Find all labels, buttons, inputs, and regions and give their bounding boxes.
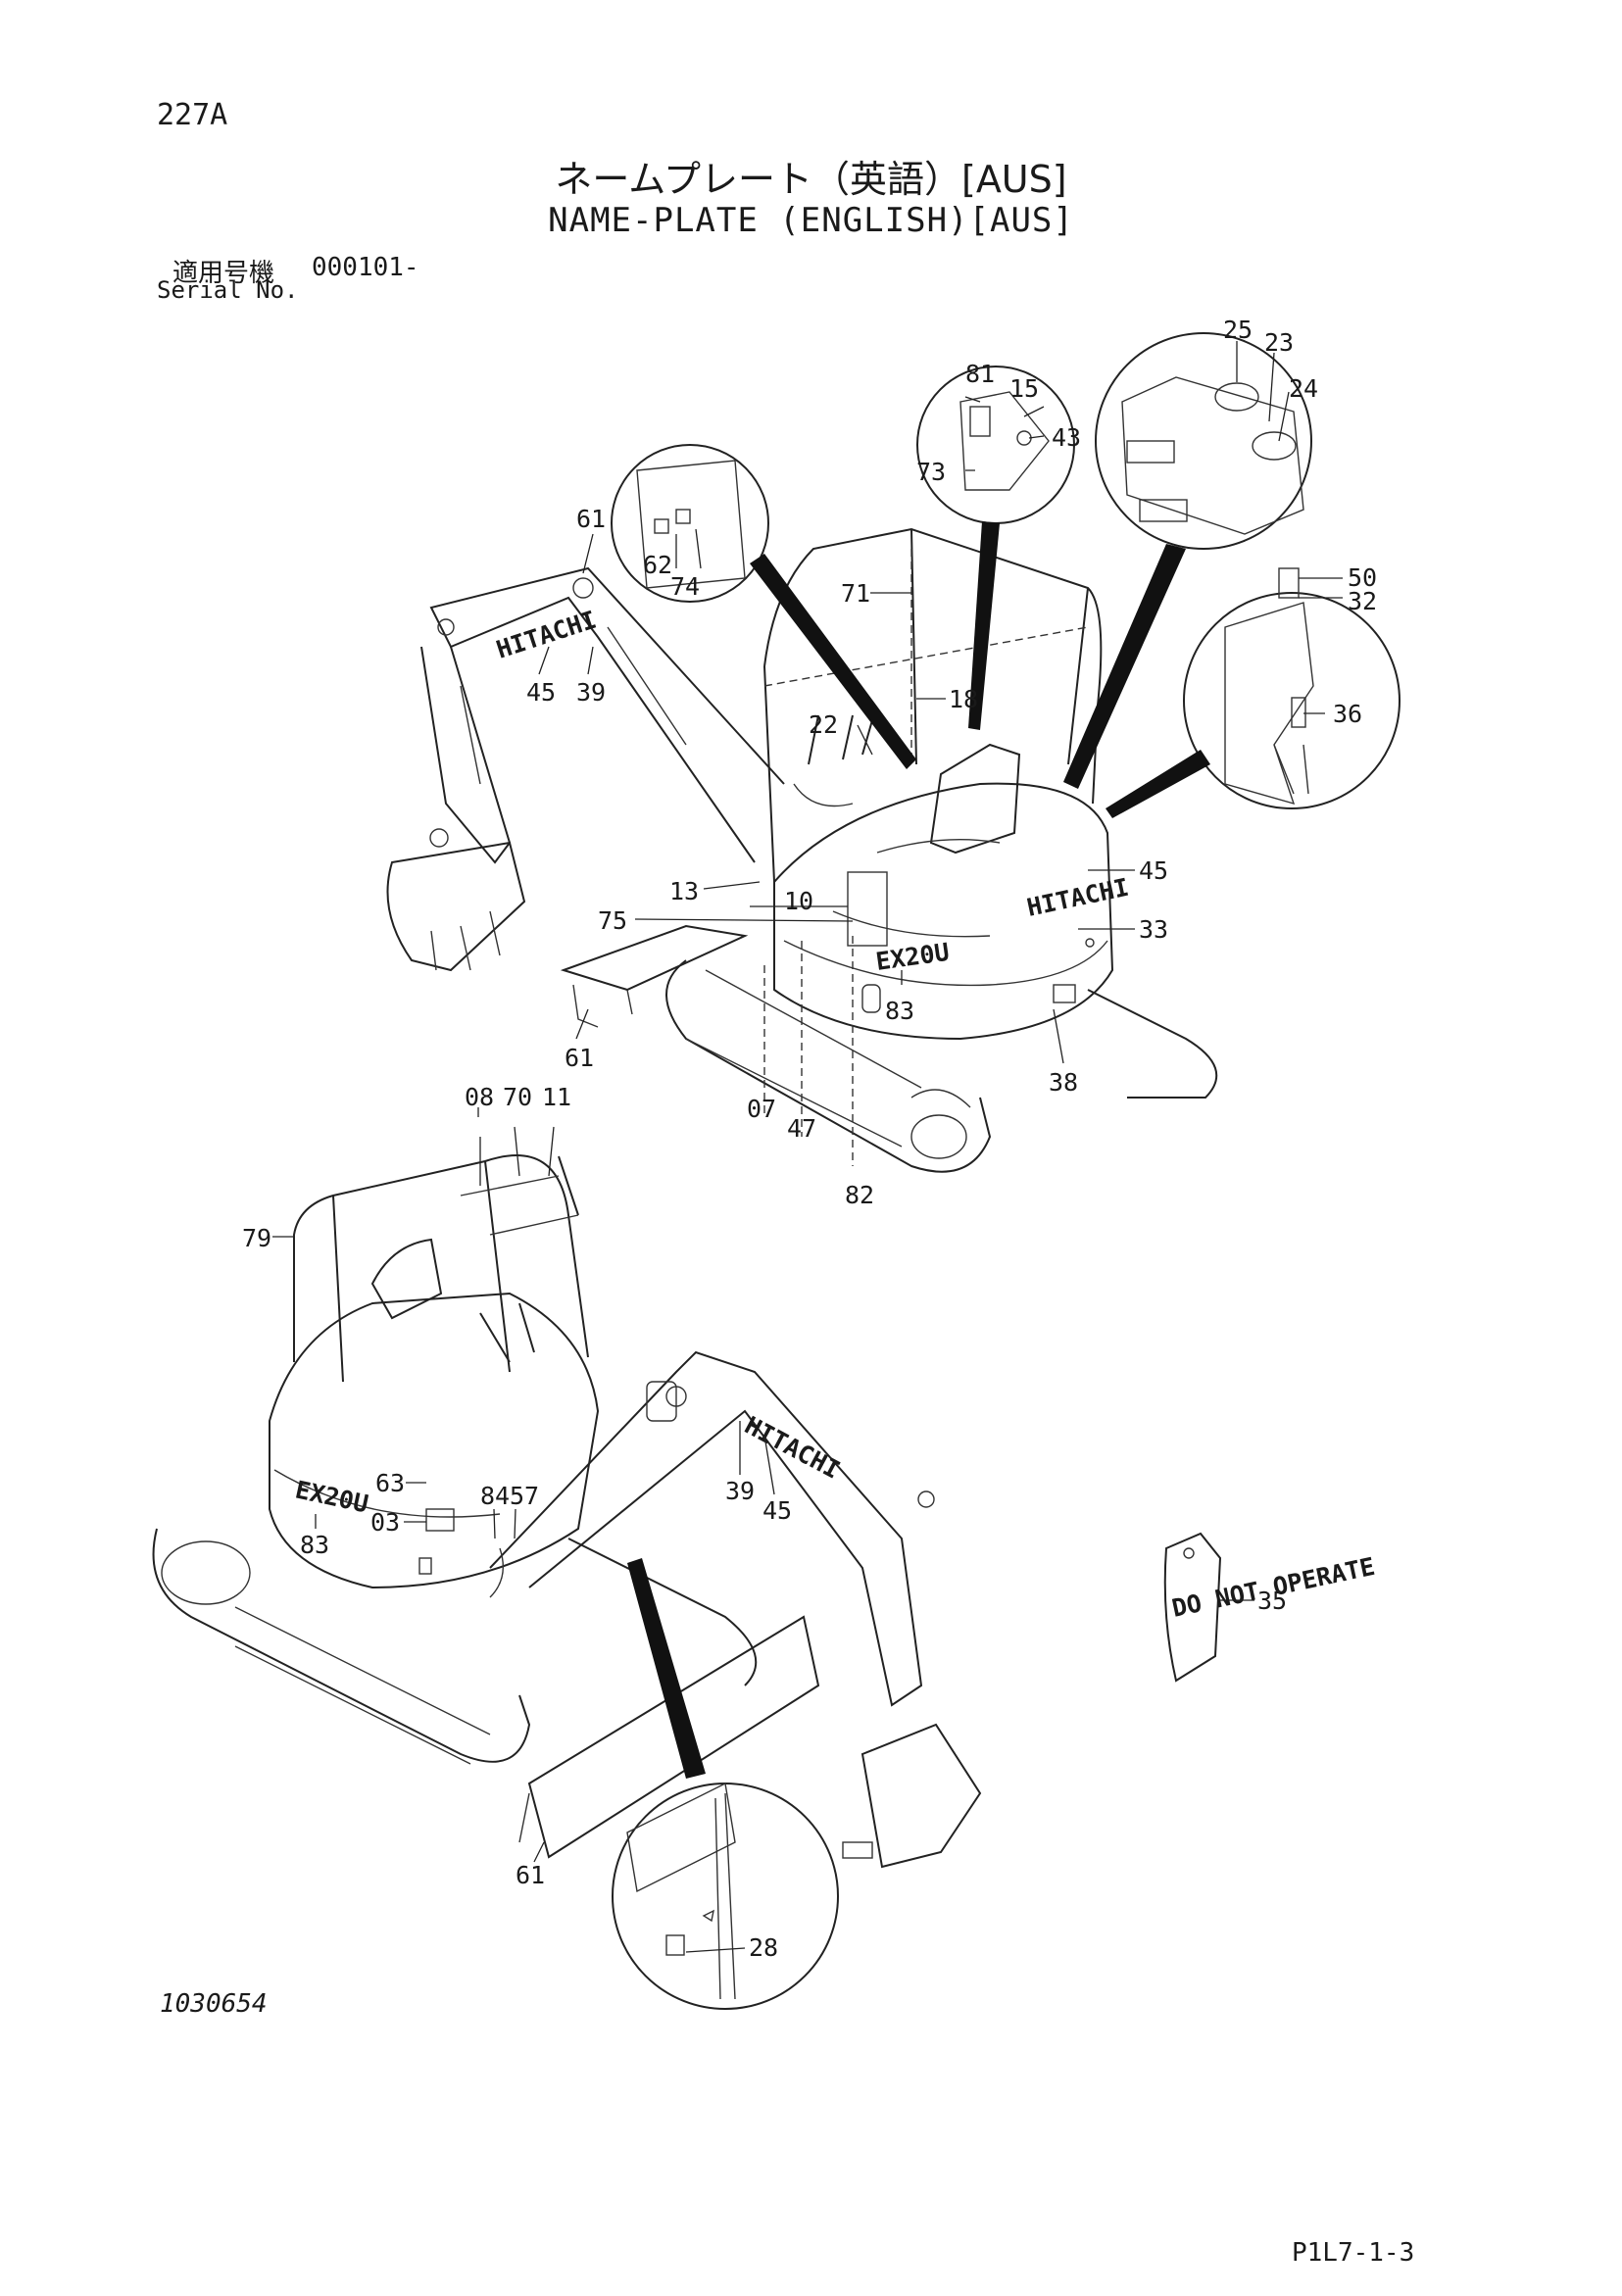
- callout-61-top: 61: [576, 505, 606, 533]
- callout-57: 57: [510, 1482, 539, 1510]
- callout-45-boom: 45: [526, 678, 556, 707]
- callout-23: 23: [1264, 328, 1294, 357]
- callout-36: 36: [1333, 700, 1362, 728]
- detail-bubble-right-bottom: [1106, 567, 1401, 818]
- callout-43: 43: [1052, 423, 1081, 452]
- callout-numbers: 81 15 43 73 25 23 24 61 62 74 71 50 32 3…: [242, 316, 1377, 1962]
- detail-bubble-lower: [612, 1558, 839, 2010]
- callout-61-lower: 61: [516, 1861, 545, 1889]
- model-logo-rear: EX20U: [874, 938, 952, 976]
- callout-39-boom: 39: [576, 678, 606, 707]
- model-logo-front: EX20U: [293, 1476, 371, 1519]
- leader-lines: [272, 341, 1343, 1953]
- callout-15: 15: [1009, 374, 1039, 403]
- hitachi-logo-rear: HITACHI: [1024, 873, 1131, 922]
- callout-28: 28: [749, 1933, 778, 1962]
- callout-63: 63: [375, 1469, 405, 1497]
- callout-33: 33: [1139, 915, 1168, 944]
- callout-62: 62: [643, 551, 672, 579]
- callout-75: 75: [598, 906, 627, 935]
- serial-number-value: 000101-: [312, 253, 419, 282]
- callout-07: 07: [747, 1095, 776, 1123]
- page-title-japanese: ネームプレート（英語）[AUS]: [555, 158, 1067, 201]
- callout-83-upper: 83: [885, 997, 914, 1025]
- callout-82: 82: [845, 1181, 874, 1209]
- callout-81: 81: [965, 360, 995, 388]
- callout-22: 22: [809, 710, 838, 739]
- callout-08: 08: [465, 1083, 494, 1111]
- callout-45-arm: 45: [762, 1496, 792, 1525]
- callout-18: 18: [949, 685, 978, 713]
- callout-71: 71: [841, 579, 870, 608]
- callout-25: 25: [1223, 316, 1253, 344]
- detail-bubble-center: [916, 366, 1075, 730]
- lower-excavator-illustration: EX20U HITACHI: [152, 1154, 982, 1869]
- callout-79: 79: [242, 1224, 271, 1252]
- callout-45-rear: 45: [1139, 856, 1168, 885]
- callout-74: 74: [670, 572, 700, 601]
- callout-84: 84: [480, 1482, 510, 1510]
- drawing-number: 1030654: [160, 1989, 268, 2019]
- callout-10: 10: [784, 887, 813, 915]
- callout-38: 38: [1049, 1068, 1078, 1097]
- callout-50: 50: [1348, 563, 1377, 592]
- page-title-english: NAME-PLATE (ENGLISH)[AUS]: [548, 201, 1074, 240]
- callout-35: 35: [1257, 1587, 1287, 1615]
- callout-11: 11: [542, 1083, 571, 1111]
- callout-70: 70: [503, 1083, 532, 1111]
- callout-13: 13: [669, 877, 699, 905]
- detail-bubble-right-top: [1063, 332, 1312, 789]
- page-number: 227A: [157, 98, 228, 132]
- callout-61-blade: 61: [565, 1044, 594, 1072]
- sheet-id: P1L7-1-3: [1292, 2238, 1415, 2268]
- callout-83-lower: 83: [300, 1531, 329, 1559]
- callout-39-arm: 39: [725, 1477, 755, 1505]
- serial-label-english: Serial No.: [157, 276, 299, 304]
- callout-03: 03: [370, 1508, 400, 1537]
- callout-73: 73: [916, 458, 946, 486]
- detail-bubble-left: [611, 444, 916, 769]
- callout-24: 24: [1289, 374, 1318, 403]
- callout-32: 32: [1348, 587, 1377, 615]
- callout-47: 47: [787, 1114, 816, 1143]
- serial-label-japanese: 適用号機: [172, 259, 275, 288]
